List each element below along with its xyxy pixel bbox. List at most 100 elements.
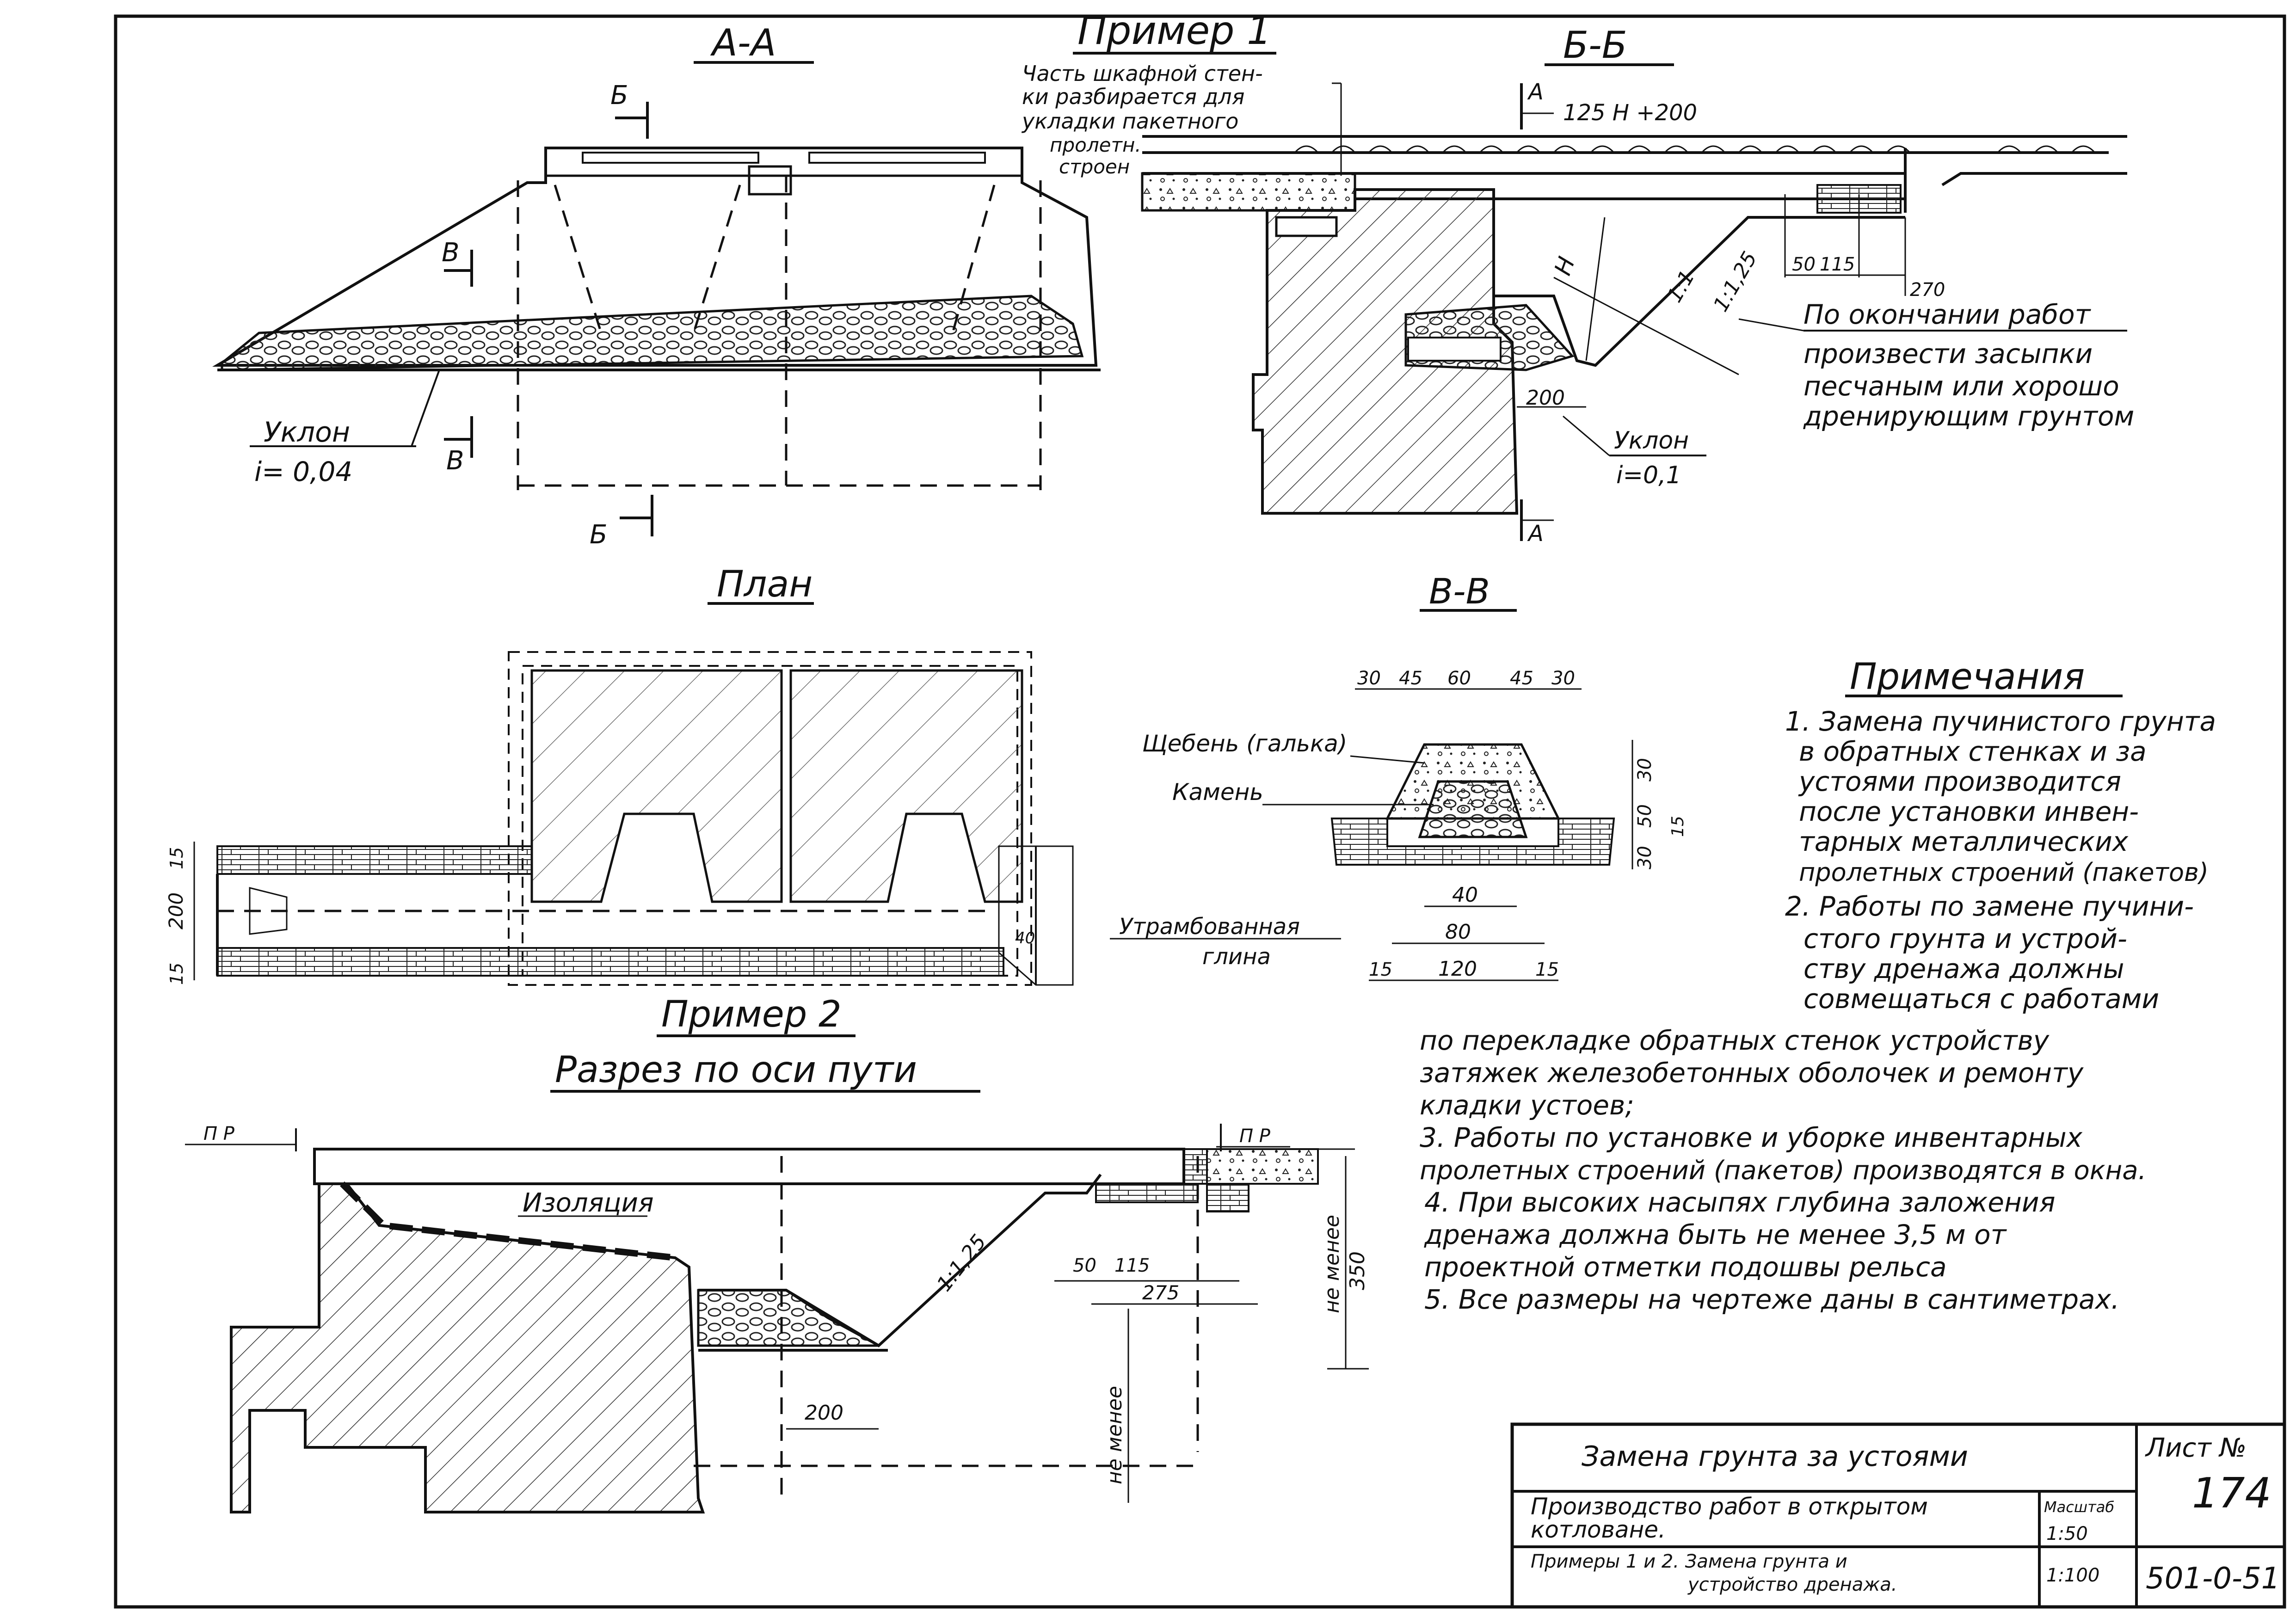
bb-slope-label: Уклон [1614, 427, 1689, 455]
note-line-8: ству дренажа должны [1804, 953, 2124, 984]
vv-dim-r15: 15 [1668, 816, 1687, 837]
aa-slope-label: Уклон [264, 416, 350, 449]
plan-dim-200: 200 [165, 892, 187, 929]
plan-title: План [717, 564, 813, 605]
bb-slope-1125: 1:1,25 [1709, 247, 1762, 315]
bb-note-2: ки разбирается для [1022, 84, 1244, 109]
bb-slope-value: i=0,1 [1616, 461, 1681, 489]
ex2-not-less: не менее [1103, 1386, 1126, 1484]
bb-dim-115: 115 [1820, 254, 1855, 275]
ex2-dim-200: 200 [805, 1401, 843, 1425]
section-vv-title: В-В [1429, 571, 1490, 612]
note-wide-8: 5. Все размеры на чертеже даны в сантиме… [1424, 1284, 2119, 1315]
plan-drawing: План 40 15 200 15 [165, 564, 1074, 986]
stamp-line2-a: Производство работ в открытом [1531, 1493, 1928, 1520]
note-line-6: 2. Работы по замене пучини- [1785, 891, 2194, 922]
stamp-sheet-no: 174 [2192, 1469, 2271, 1518]
vv-dim-30a: 30 [1357, 668, 1381, 689]
plan-dim-15a: 15 [166, 847, 187, 869]
vv-label-clay-2: глина [1202, 944, 1271, 970]
note-line-3: после установки инвен- [1799, 796, 2139, 827]
ex2-isolation: Изоляция [523, 1188, 654, 1218]
vv-dim-40: 40 [1452, 883, 1478, 907]
vv-dim-r30a: 30 [1634, 758, 1656, 781]
section-vv-drawing: В-В 30 45 60 45 30 Щебень (галька) Камен… [1110, 571, 1687, 981]
vv-dim-r30b: 30 [1634, 846, 1656, 869]
vv-dim-30b: 30 [1551, 668, 1575, 689]
ex2-dim-50: 50 [1073, 1255, 1096, 1276]
vv-dim-r50: 50 [1634, 804, 1656, 828]
vv-dim-45b: 45 [1510, 668, 1533, 689]
plan-dim-15b: 15 [166, 963, 187, 985]
stamp-line3-a: Примеры 1 и 2. Замена грунта и [1531, 1551, 1847, 1572]
section-axis-title: Разрез по оси пути [555, 1049, 917, 1091]
bb-dim-200: 200 [1526, 386, 1565, 410]
example2-drawing: Пример 2 Разрез по оси пути П Р П Р Изол… [185, 994, 1369, 1513]
bb-dim-270: 270 [1910, 279, 1945, 301]
ex2-pr-right: П Р [1239, 1126, 1271, 1147]
section-bb-drawing: Часть шкафной стен- ки разбирается для у… [1021, 24, 2134, 547]
cut-b-bottom: Б [590, 520, 607, 550]
ex2-not-less-350-1: не менее [1320, 1215, 1344, 1313]
example2-title: Пример 2 [661, 994, 842, 1035]
stamp-scale-label: Масштаб [2044, 1498, 2114, 1516]
stamp-scale2: 1:100 [2046, 1565, 2099, 1586]
ex2-not-less-350-2: 350 [1346, 1251, 1369, 1290]
stamp-sheet-label: Лист № [2145, 1433, 2247, 1463]
vv-label-gravel: Щебень (галька) [1142, 730, 1347, 757]
note-wide-3: 3. Работы по установке и уборке инвентар… [1420, 1122, 2083, 1153]
bb-backfill-1: По окончании работ [1804, 299, 2092, 330]
notes-heading: Примечания [1850, 656, 2085, 698]
cut-b-top: Б [610, 80, 628, 111]
note-line-9: совмещаться с работами [1804, 983, 2159, 1015]
bb-dim-top: 125 Н +200 [1563, 100, 1697, 126]
cut-v-top: В [442, 238, 459, 268]
note-wide-5: 4. При высоких насыпях глубина заложения [1424, 1187, 2056, 1218]
ex2-slope: 1:1,25 [932, 1230, 991, 1296]
note-wide-2: кладки устоев; [1420, 1089, 1634, 1121]
note-line-2: устоями производится [1798, 766, 2121, 797]
bb-dim-h: Н [1549, 253, 1580, 279]
aa-slope-value: i= 0,04 [254, 456, 352, 487]
vv-dim-45a: 45 [1399, 668, 1422, 689]
section-aa-title: А-А [710, 21, 776, 64]
note-wide-6: дренажа должна быть не менее 3,5 м от [1424, 1219, 2007, 1250]
section-aa-drawing: А-А Б Б В В Уклон i= 0,04 [212, 21, 1101, 550]
bb-backfill-2: произвести засыпки [1804, 338, 2093, 369]
note-line-4: тарных металлических [1799, 826, 2129, 857]
ex2-pr-left: П Р [203, 1123, 235, 1144]
stamp-line2-b: котловане. [1531, 1516, 1666, 1543]
bb-backfill-4: дренирующим грунтом [1803, 400, 2134, 432]
bb-note-3: укладки пакетного [1021, 109, 1238, 134]
vv-label-stone: Камень [1172, 779, 1263, 806]
example1-title: Пример 1 [1077, 8, 1272, 53]
bb-slope-11: 1:1 [1662, 266, 1699, 307]
stamp-code: 501-0-51 [2146, 1562, 2280, 1596]
vv-dim-b120: 120 [1438, 957, 1477, 981]
bb-note-4: пролетн. [1050, 134, 1141, 156]
vv-dim-b15a: 15 [1369, 959, 1392, 980]
note-line-0: 1. Замена пучинистого грунта [1785, 706, 2216, 737]
note-wide-1: затяжек железобетонных оболочек и ремонт… [1420, 1057, 2084, 1089]
stamp-line3-b: устройство дренажа. [1687, 1574, 1897, 1595]
stamp-title: Замена грунта за устоями [1582, 1440, 1968, 1473]
stamp-scale1: 1:50 [2046, 1523, 2088, 1544]
bb-cut-a-bottom: А [1527, 521, 1544, 547]
note-wide-0: по перекладке обратных стенок устройству [1420, 1025, 2050, 1056]
bb-note-1: Часть шкафной стен- [1022, 61, 1263, 86]
vv-dim-b15b: 15 [1535, 959, 1559, 980]
note-wide-4: пролетных строений (пакетов) производятс… [1420, 1156, 2146, 1186]
note-line-1: в обратных стенках и за [1799, 736, 2147, 767]
cut-v-bottom: В [446, 446, 464, 476]
ex2-dim-275: 275 [1142, 1281, 1179, 1304]
bb-backfill-3: песчаным или хорошо [1804, 370, 2119, 402]
notes-block: Примечания 1. Замена пучинистого грунта … [1420, 656, 2216, 1315]
note-line-5: пролетных строений (пакетов) [1799, 858, 2209, 887]
bb-note-5: строен [1059, 155, 1130, 178]
bb-cut-a-top: А [1527, 79, 1544, 105]
plan-dim-40: 40 [1015, 929, 1035, 947]
vv-dim-80: 80 [1445, 920, 1471, 944]
note-wide-7: проектной отметки подошвы рельса [1424, 1251, 1947, 1283]
section-bb-title: Б-Б [1563, 24, 1627, 67]
